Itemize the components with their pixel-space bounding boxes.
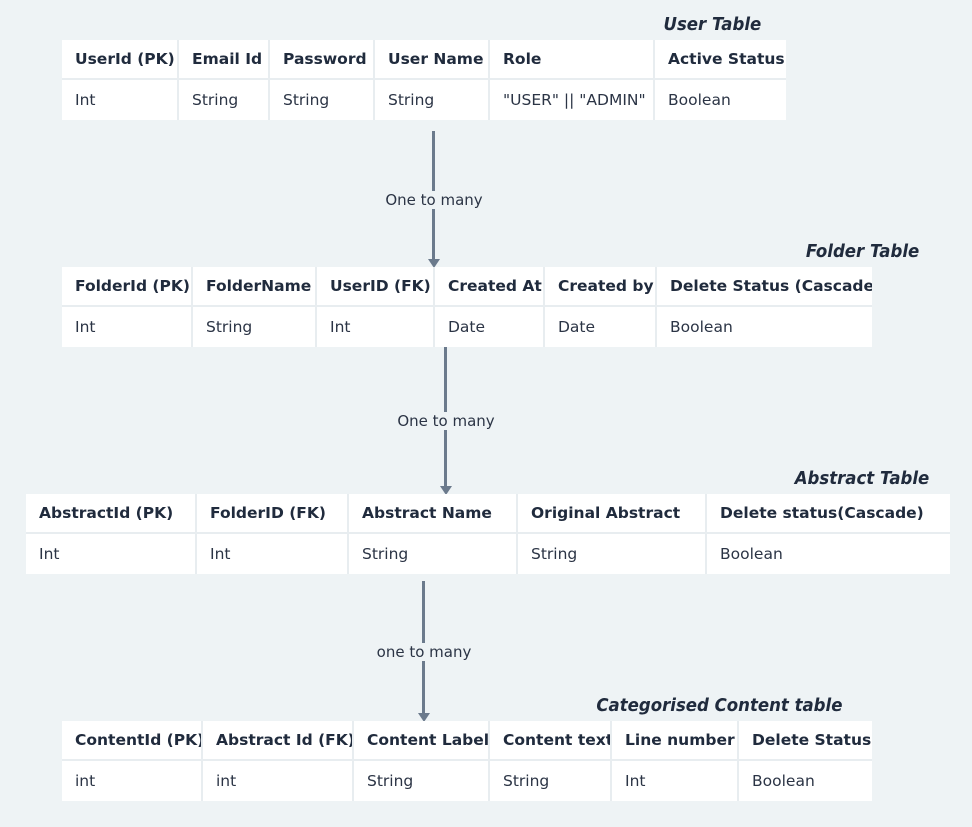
type-cell: String bbox=[375, 80, 490, 120]
content-table-title: Categorised Content table bbox=[595, 695, 842, 716]
header-cell: UserID (FK) bbox=[317, 267, 435, 307]
relation-label-folder-abstract: One to many bbox=[393, 412, 499, 430]
type-cell: Int bbox=[612, 761, 739, 801]
type-cell: int bbox=[203, 761, 354, 801]
user-table-title: User Table bbox=[663, 14, 761, 35]
arrowhead-icon bbox=[428, 259, 440, 268]
header-cell: AbstractId (PK) bbox=[26, 494, 197, 534]
type-cell: String bbox=[179, 80, 270, 120]
abstract-table-header-row: AbstractId (PK) FolderID (FK) Abstract N… bbox=[26, 494, 950, 534]
header-cell: Delete Status (Cascade) bbox=[657, 267, 872, 307]
header-cell: ContentId (PK) bbox=[62, 721, 203, 761]
folder-table-header-row: FolderId (PK) FolderName UserID (FK) Cre… bbox=[62, 267, 872, 307]
header-cell: Email Id bbox=[179, 40, 270, 80]
folder-table-type-row: Int String Int Date Date Boolean bbox=[62, 307, 872, 347]
type-cell: Boolean bbox=[668, 91, 731, 109]
header-cell: Password bbox=[270, 40, 375, 80]
header-cell: Active Status bbox=[655, 40, 786, 80]
relation-label-user-folder: One to many bbox=[381, 191, 487, 209]
folder-table: FolderId (PK) FolderName UserID (FK) Cre… bbox=[62, 267, 872, 347]
header-cell: FolderId (PK) bbox=[62, 267, 193, 307]
header-cell: Delete Status bbox=[739, 721, 872, 761]
type-cell: int bbox=[62, 761, 203, 801]
header-cell: Role bbox=[490, 40, 655, 80]
abstract-table: AbstractId (PK) FolderID (FK) Abstract N… bbox=[26, 494, 950, 574]
type-cell: String bbox=[518, 534, 707, 574]
type-cell: String bbox=[270, 80, 375, 120]
arrowhead-icon bbox=[418, 713, 430, 722]
header-cell: Content Label bbox=[354, 721, 490, 761]
type-cell: Int bbox=[197, 534, 349, 574]
abstract-table-type-row: Int Int String String Boolean bbox=[26, 534, 950, 574]
arrowhead-icon bbox=[440, 486, 452, 495]
header-cell: Line number bbox=[612, 721, 739, 761]
header-cell: Abstract Name bbox=[349, 494, 518, 534]
type-cell: String bbox=[193, 307, 317, 347]
type-cell: Date bbox=[435, 307, 545, 347]
type-cell: Int bbox=[26, 534, 197, 574]
header-cell: Abstract Id (FK) bbox=[203, 721, 354, 761]
type-cell: Int bbox=[62, 307, 193, 347]
relation-label-abstract-content: one to many bbox=[372, 643, 476, 661]
header-cell: Content text bbox=[490, 721, 612, 761]
header-cell: User Name bbox=[375, 40, 490, 80]
content-table-header-row: ContentId (PK) Abstract Id (FK) Content … bbox=[62, 721, 872, 761]
header-cell: FolderName bbox=[193, 267, 317, 307]
user-table-header-row: UserId (PK) Email Id Password User Name … bbox=[62, 40, 786, 80]
header-cell: Delete status(Cascade) bbox=[707, 494, 950, 534]
type-cell: Int bbox=[317, 307, 435, 347]
header-cell: Created At bbox=[435, 267, 545, 307]
type-cell: Int bbox=[62, 80, 179, 120]
content-table-type-row: int int String String Int Boolean bbox=[62, 761, 872, 801]
type-cell: String bbox=[349, 534, 518, 574]
header-cell: Original Abstract bbox=[518, 494, 707, 534]
header-cell: Created by bbox=[545, 267, 657, 307]
type-cell: Boolean bbox=[752, 772, 815, 790]
content-table: ContentId (PK) Abstract Id (FK) Content … bbox=[62, 721, 872, 801]
type-cell: String bbox=[354, 761, 490, 801]
user-table-type-row: Int String String String "USER" || "ADMI… bbox=[62, 80, 786, 120]
type-cell: Boolean bbox=[670, 318, 733, 336]
header-cell: UserId (PK) bbox=[62, 40, 179, 80]
type-cell: Date bbox=[545, 307, 657, 347]
folder-table-title: Folder Table bbox=[805, 241, 919, 262]
header-cell: FolderID (FK) bbox=[197, 494, 349, 534]
type-cell: Boolean bbox=[720, 545, 783, 563]
type-cell: String bbox=[490, 761, 612, 801]
abstract-table-title: Abstract Table bbox=[794, 468, 929, 489]
user-table: UserId (PK) Email Id Password User Name … bbox=[62, 40, 786, 120]
type-cell: "USER" || "ADMIN" bbox=[490, 80, 655, 120]
